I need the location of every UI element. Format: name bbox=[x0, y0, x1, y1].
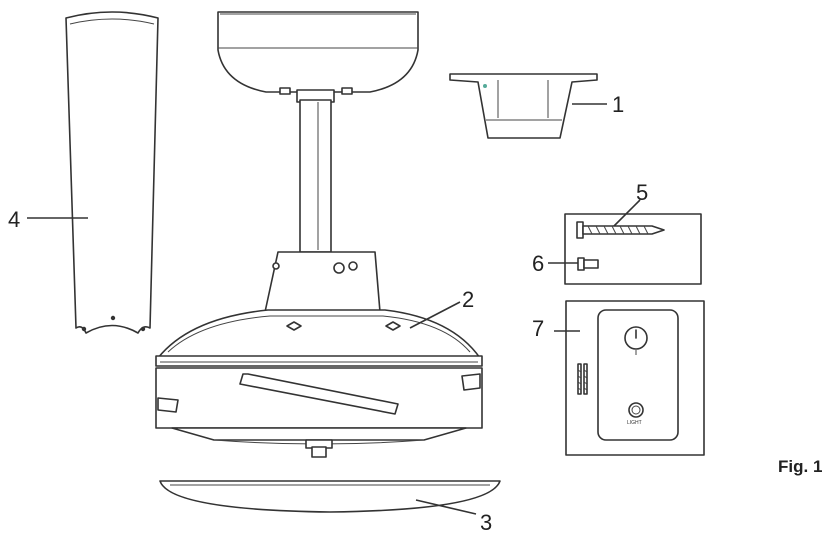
hardware-box bbox=[564, 213, 702, 285]
part-2-leader bbox=[409, 301, 461, 329]
downrod-illustration bbox=[296, 89, 335, 253]
wall-control-illustration: LIGHT bbox=[565, 300, 705, 456]
part-3-number: 3 bbox=[480, 510, 492, 535]
part-5-number: 5 bbox=[636, 180, 648, 205]
light-button-label: LIGHT bbox=[627, 420, 642, 426]
fan-blade-illustration bbox=[65, 11, 159, 334]
part-5-leader bbox=[613, 199, 641, 227]
part-6-number: 6 bbox=[532, 251, 544, 276]
part-7-number: 7 bbox=[532, 316, 544, 341]
fan-motor-housing-illustration bbox=[155, 251, 483, 458]
mounting-bracket-illustration bbox=[449, 73, 598, 139]
light-cover-illustration bbox=[159, 480, 501, 513]
canopy-illustration bbox=[217, 11, 419, 95]
figure-label: Fig. 1 bbox=[778, 457, 822, 476]
part-1-number: 1 bbox=[612, 92, 624, 117]
part-2-number: 2 bbox=[462, 287, 474, 312]
part-4-number: 4 bbox=[8, 207, 20, 232]
part-3-leader bbox=[415, 499, 477, 515]
